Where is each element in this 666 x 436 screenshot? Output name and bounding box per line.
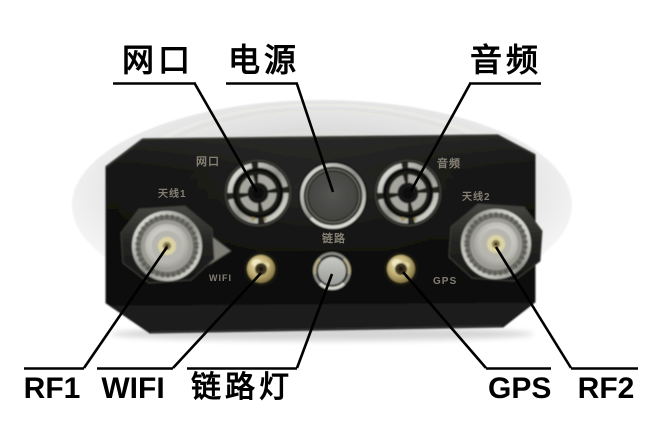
wifi-connector	[243, 251, 279, 287]
panel-marking-link: 链路	[322, 233, 346, 245]
audio-leader	[409, 83, 472, 192]
callout-label-ethernet: 网口	[121, 42, 194, 78]
top-edge-highlight	[142, 134, 498, 140]
gps-leader	[402, 271, 487, 369]
ethernet-leader	[193, 83, 259, 193]
panel-marking-antenna1: 天线1	[158, 189, 187, 200]
ethernet-connector	[225, 160, 292, 227]
panel-marking-antenna2: 天线2	[462, 192, 491, 203]
panel-marking-audio: 音频	[437, 158, 461, 170]
panel-marking-gps: GPS	[433, 276, 458, 287]
callout-label-rf2: RF2	[577, 372, 635, 405]
bottom-edge-highlight	[150, 325, 503, 333]
callout-label-wifi: WIFI	[101, 372, 165, 405]
link-light-leader	[295, 273, 334, 369]
rf1-leader	[82, 246, 169, 369]
power-connector	[298, 161, 368, 231]
topleft-chamfer	[105, 138, 144, 168]
callout-label-link-light: 链路灯	[191, 371, 293, 404]
callout-label-gps: GPS	[488, 372, 552, 405]
gps-connector	[383, 251, 419, 287]
wifi-leader	[172, 272, 262, 369]
link-light	[311, 250, 353, 292]
rf1-connector	[121, 206, 232, 283]
audio-connector	[375, 160, 442, 227]
callout-label-rf1: RF1	[23, 372, 81, 405]
callout-label-power: 电源	[227, 42, 300, 78]
topright-chamfer	[496, 134, 536, 156]
panel-marking-ethernet: 网口	[196, 156, 220, 168]
rf2-leader	[494, 246, 573, 369]
power-leader	[295, 83, 335, 193]
callout-lines	[24, 82, 638, 370]
panel-marking-wifi: WIFI	[209, 273, 232, 283]
callout-label-audio: 音频	[469, 42, 542, 78]
device-bottom-bevel	[110, 303, 532, 332]
